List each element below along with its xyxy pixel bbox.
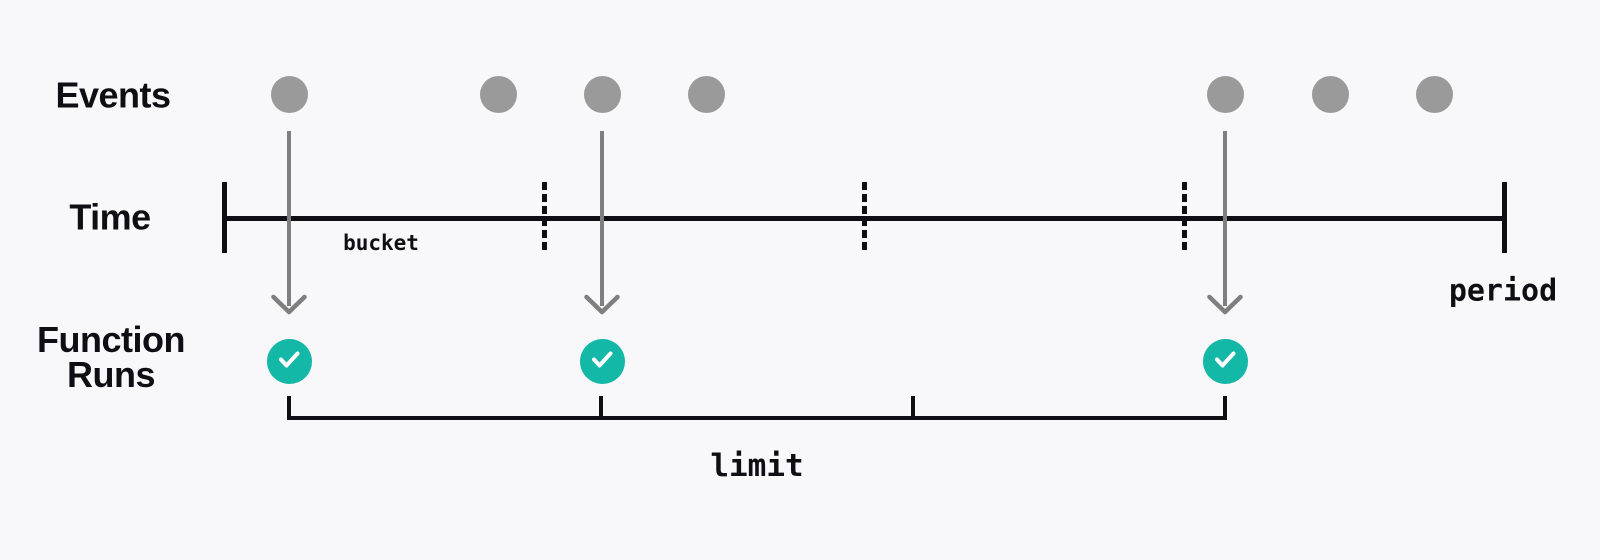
check-icon xyxy=(1212,346,1238,377)
arrow-down-icon xyxy=(271,294,307,316)
event-arrow-line xyxy=(1223,131,1227,306)
event-dot xyxy=(1206,76,1244,113)
time-axis-end-cap xyxy=(1501,182,1507,253)
limit-bracket-tick xyxy=(910,395,916,420)
limit-bracket-tick xyxy=(598,395,604,420)
event-arrow-line xyxy=(600,131,604,306)
event-dot xyxy=(583,76,621,113)
limit-bracket-tick xyxy=(1222,395,1228,420)
function-run-success-badge xyxy=(266,338,312,384)
arrow-down-icon xyxy=(584,294,620,316)
function-runs-row-label: Function Runs xyxy=(37,319,185,395)
event-arrow-line xyxy=(287,131,291,306)
arrow-down-icon xyxy=(1207,294,1243,316)
bucket-boundary-tick xyxy=(1181,182,1187,254)
function-runs-label-line1: Function xyxy=(37,319,185,360)
limit-bracket-tick xyxy=(286,395,292,420)
bucket-boundary-tick xyxy=(861,182,867,254)
event-dot xyxy=(479,76,517,113)
bucket-boundary-tick xyxy=(541,182,547,254)
function-runs-label-line2: Runs xyxy=(67,354,155,395)
check-icon xyxy=(589,346,615,377)
event-dot xyxy=(1415,76,1453,113)
function-run-success-badge xyxy=(579,338,625,384)
events-row-label: Events xyxy=(55,74,171,116)
limit-label: limit xyxy=(710,448,804,484)
event-dot xyxy=(1311,76,1349,113)
bucket-label: bucket xyxy=(343,231,419,255)
limit-bracket-bar xyxy=(286,415,1228,420)
period-label: period xyxy=(1448,273,1558,309)
event-dot xyxy=(687,76,725,113)
check-icon xyxy=(276,346,302,377)
event-dot xyxy=(270,76,308,113)
function-run-success-badge xyxy=(1202,338,1248,384)
time-row-label: Time xyxy=(69,196,151,238)
time-axis-start-cap xyxy=(221,182,227,253)
